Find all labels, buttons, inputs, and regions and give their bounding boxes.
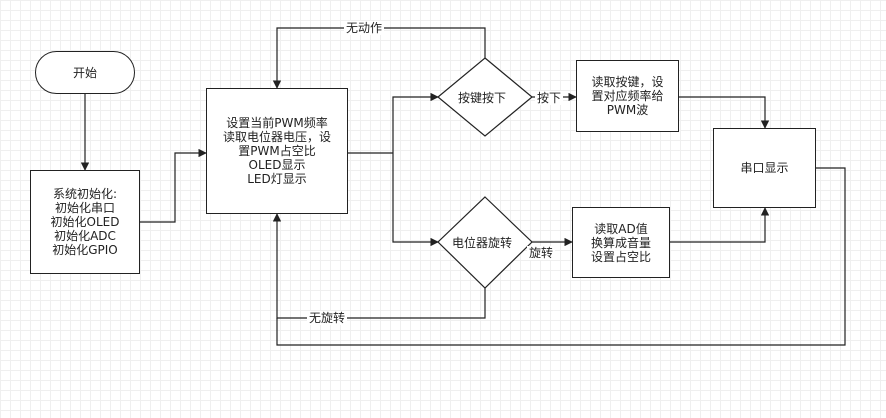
serial-display-node: 串口显示 xyxy=(713,128,816,208)
edge-readad-serial xyxy=(670,207,770,243)
edge-label-no-action: 无动作 xyxy=(344,21,385,35)
edge-pot-norotation xyxy=(272,213,486,319)
init-node: 系统初始化: 初始化串口 初始化OLED 初始化ADC 初始化GPIO xyxy=(30,170,140,274)
edge-label-pressed: 按下 xyxy=(535,91,564,105)
edge-split-key xyxy=(392,92,439,153)
edge-label-rotated: 旋转 xyxy=(527,246,556,260)
start-node: 开始 xyxy=(35,51,135,94)
edge-label-no-rotation: 无旋转 xyxy=(307,311,348,325)
edge-split-pot xyxy=(392,153,439,247)
decision-key-label: 按键按下 xyxy=(458,91,507,105)
main-process-node: 设置当前PWM频率 读取电位器电压，设 置PWM占空比 OLED显示 LED灯显… xyxy=(206,88,348,214)
read-key-node: 读取按键，设 置对应频率给 PWM波 xyxy=(576,60,679,132)
edge-key-noaction xyxy=(272,27,486,89)
decision-pot-shape xyxy=(437,196,533,289)
edge-readkey-serial xyxy=(679,96,770,129)
decision-pot-label: 电位器旋转 xyxy=(452,236,513,250)
read-ad-node: 读取AD值 换算成音量 设置占空比 xyxy=(572,207,670,278)
edge-init-main xyxy=(140,148,207,223)
edge-serial-main xyxy=(276,167,846,346)
decision-key-shape xyxy=(437,57,533,137)
